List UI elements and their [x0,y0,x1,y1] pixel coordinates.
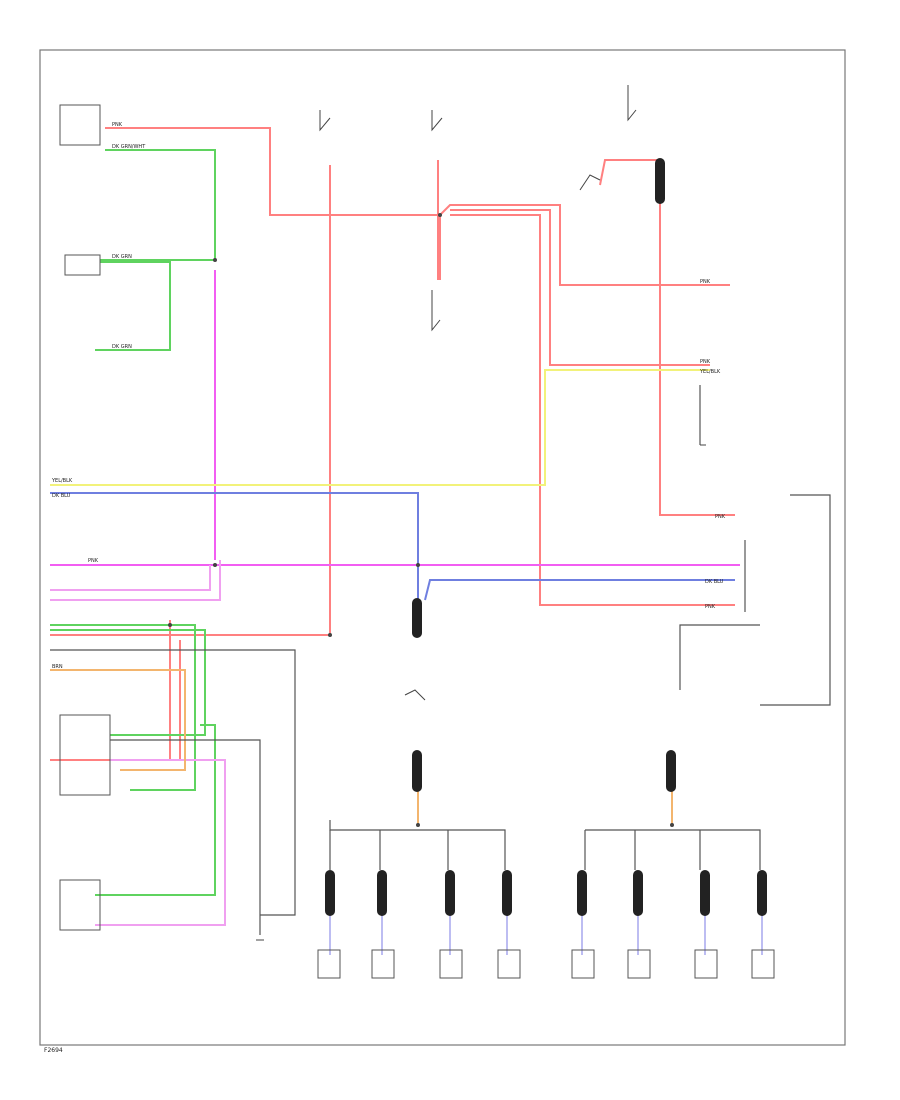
svg-text:BRN: BRN [52,664,63,670]
connector-icon [325,870,335,916]
component-boxes [59,104,775,979]
light-pink-wires [50,560,226,926]
blue-wires [50,492,735,601]
svg-text:PNK: PNK [705,604,716,610]
svg-text:PNK: PNK [112,122,123,128]
connector-icons [325,158,767,916]
switch-icon [431,290,441,332]
svg-text:DK GRN: DK GRN [112,344,132,350]
switch-icon [319,110,331,132]
diagram-frame [39,49,846,1046]
connector-icon [666,750,676,792]
yellow-wires [50,369,710,486]
wire-labels: PNK DK GRN/WHT DK GRN DK GRN YEL/BLK DK … [51,122,726,670]
magenta-wires [50,270,740,566]
svg-text:DK GRN/WHT: DK GRN/WHT [112,144,146,150]
svg-text:PNK: PNK [88,558,99,564]
dark-wires [50,385,831,935]
switch-icon [579,174,601,191]
svg-text:PNK: PNK [715,514,726,520]
switch-icons [319,85,637,701]
svg-text:PNK: PNK [700,279,711,285]
orange-wires [50,669,673,825]
svg-text:DK BLU: DK BLU [705,579,724,585]
figure-number: F2694 [44,1047,63,1054]
connector-icon [445,870,455,916]
power-wires [50,127,735,761]
svg-text:PNK: PNK [700,359,711,365]
connector-icon [655,158,665,204]
connector-icon [577,870,587,916]
connector-icon [700,870,710,916]
connector-icon [377,870,387,916]
svg-text:YEL/BLK: YEL/BLK [51,478,73,484]
splice-dots [168,213,674,827]
connector-icon [412,598,422,638]
switch-icon [404,689,426,701]
ground-icons [256,444,706,941]
green-wires [50,149,216,896]
switch-icon [431,110,443,132]
svg-text:DK GRN: DK GRN [112,254,132,260]
svg-text:YEL/BLK: YEL/BLK [699,369,721,375]
connector-icon [412,750,422,792]
switch-icon [627,85,637,122]
connector-icon [502,870,512,916]
injector-ground-stubs [329,915,763,955]
connector-icon [633,870,643,916]
connector-icon [757,870,767,916]
svg-text:DK BLU: DK BLU [52,493,71,499]
